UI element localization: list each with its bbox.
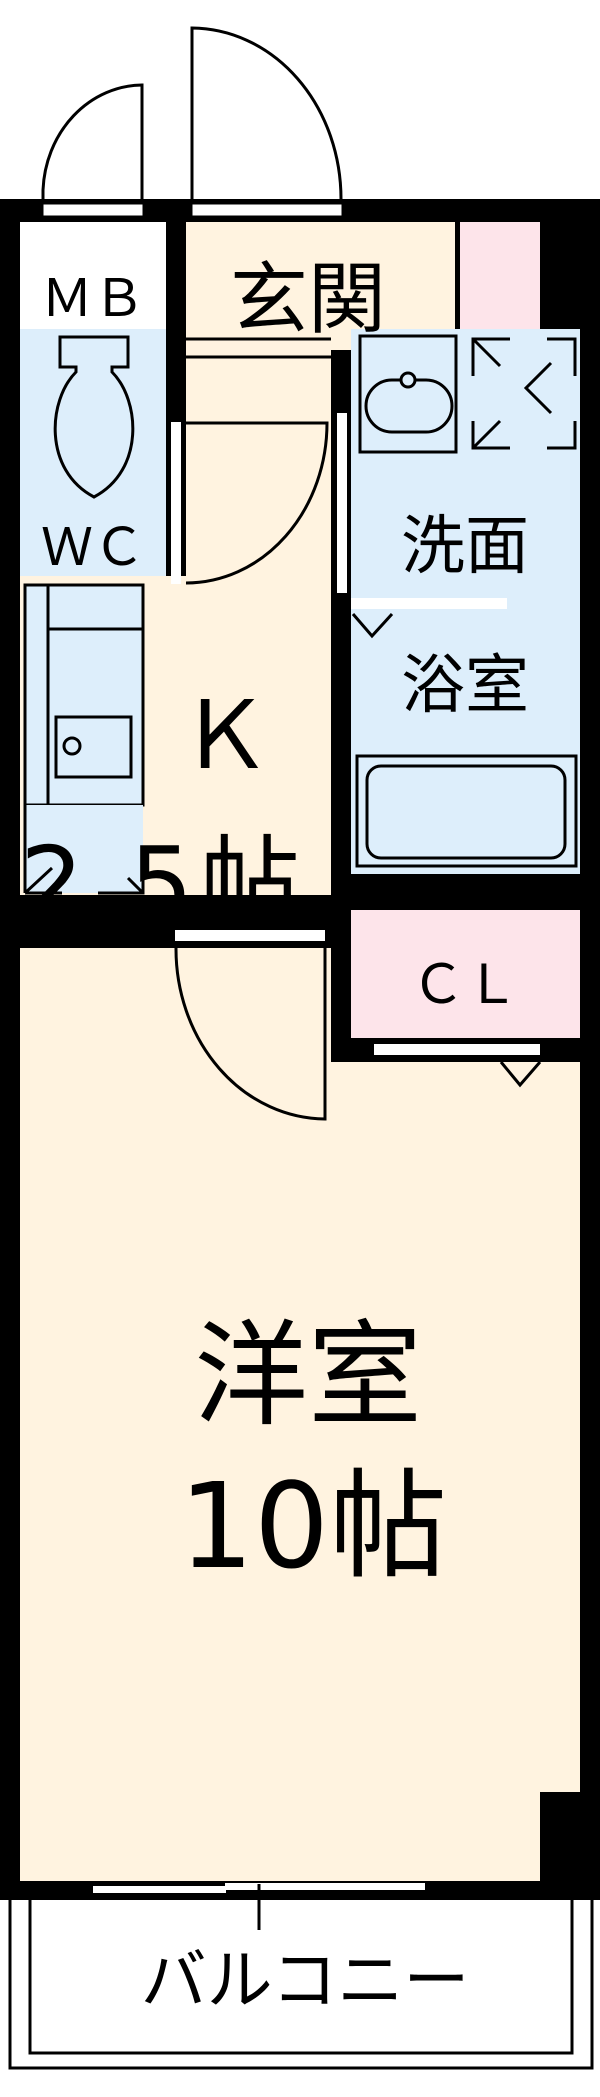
room-mb: [20, 222, 166, 350]
door-swing-icon: [190, 26, 343, 200]
room-wc: [20, 329, 166, 593]
door-swing-icon: [174, 947, 327, 1121]
corridor: [186, 345, 331, 605]
label-genkan: 玄関: [230, 255, 386, 345]
bathtub-icon: [355, 754, 578, 868]
room-closet: [351, 910, 580, 1038]
label-closet: ＣＬ: [411, 953, 519, 1016]
label-wc: ＷＣ: [41, 518, 145, 578]
kitchen-sink-icon: [23, 583, 145, 895]
label-kitchen-size: 2.5帖: [20, 825, 300, 942]
door-swing-icon: [185, 421, 329, 585]
room-western: [20, 948, 580, 1881]
label-balcony: バルコニー: [141, 1942, 470, 2019]
label-bathroom: 浴室: [401, 649, 529, 723]
label-mb: ＭＢ: [41, 269, 145, 329]
door-swing-icon: [41, 83, 144, 199]
label-washroom: 洗面: [401, 510, 529, 584]
room-bathroom: [351, 576, 580, 874]
toilet-icon: [53, 335, 135, 499]
sliding-window-icon: [93, 1886, 226, 1893]
label-western-room: 洋室: [194, 1309, 422, 1442]
washbasin-icon: [358, 334, 458, 454]
balcony: [8, 1900, 594, 2070]
washing-machine-space-icon: [471, 337, 577, 450]
label-western-room-size: 10帖: [179, 1457, 447, 1595]
label-kitchen: Ｋ: [178, 682, 272, 791]
shoe-box: [460, 222, 540, 350]
room-genkan: [186, 222, 455, 350]
